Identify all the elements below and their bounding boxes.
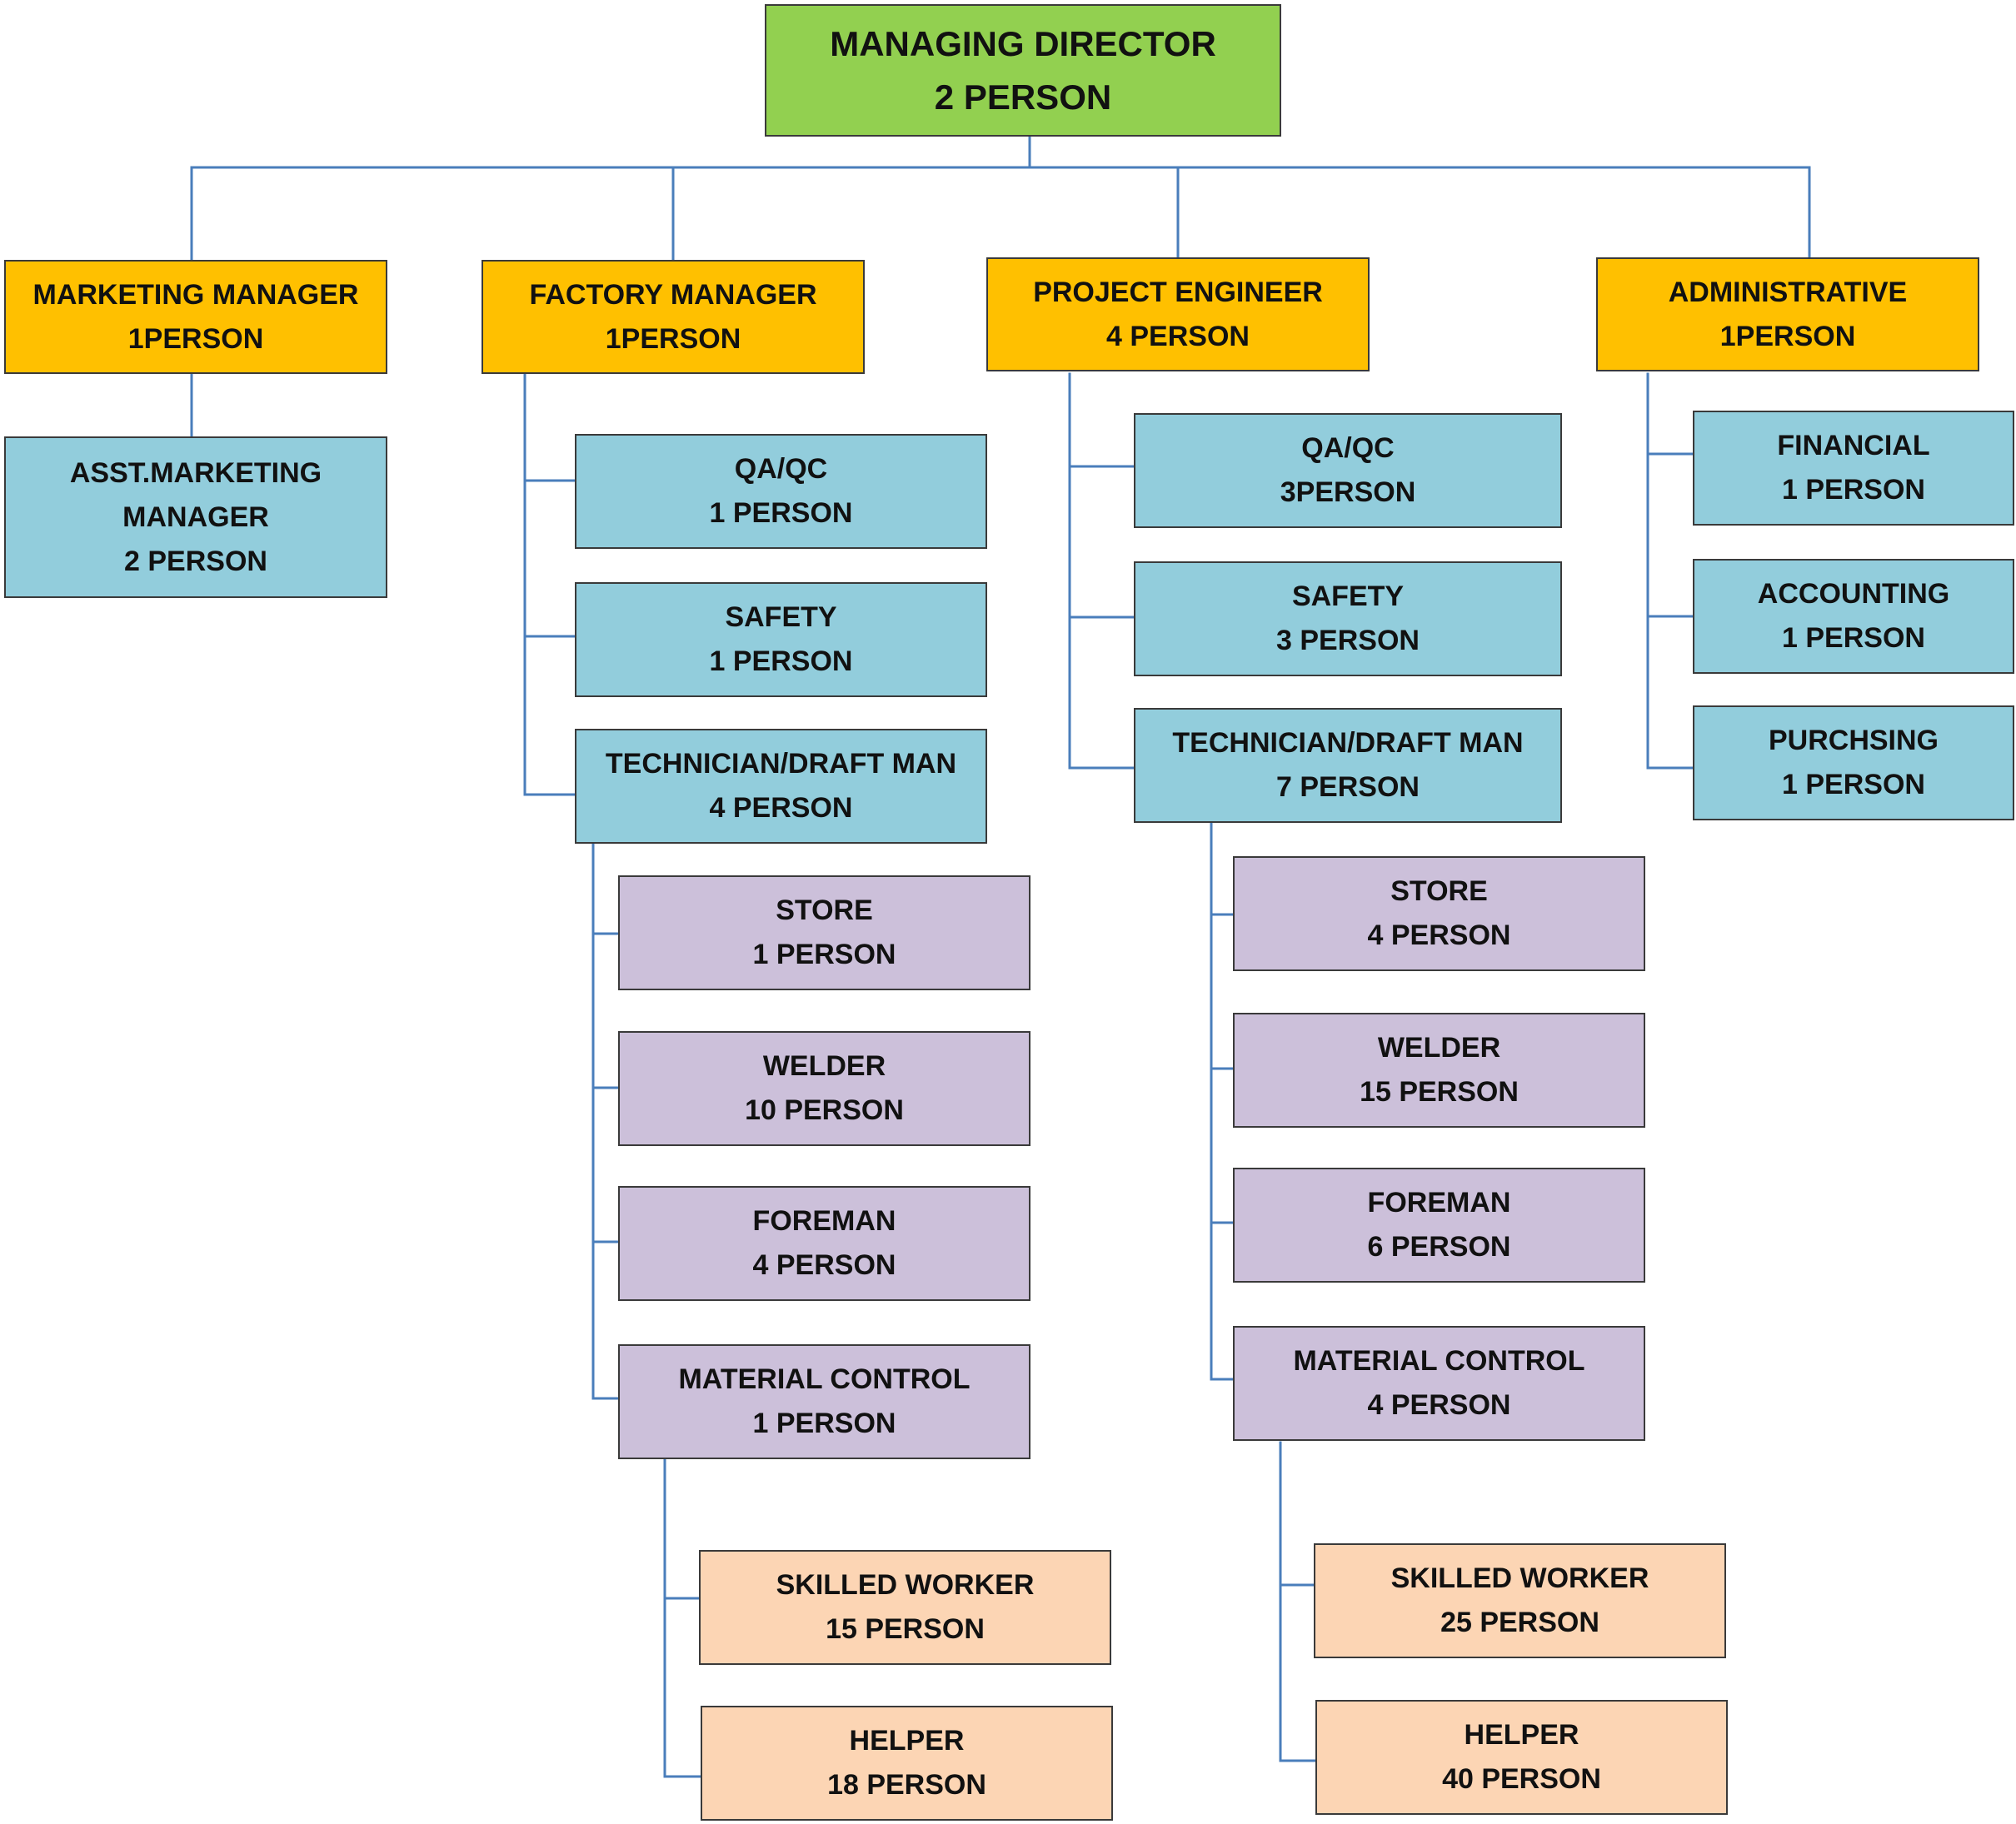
node-marketing-manager: MARKETING MANAGER 1PERSON — [4, 260, 387, 374]
node-count: 10 PERSON — [745, 1094, 904, 1126]
node-title: QA/QC — [1301, 432, 1395, 464]
node-project-material-control: MATERIAL CONTROL 4 PERSON — [1233, 1326, 1645, 1441]
node-factory-helper: HELPER 18 PERSON — [701, 1706, 1113, 1821]
node-title: STORE — [1390, 875, 1488, 907]
node-factory-technician: TECHNICIAN/DRAFT MAN 4 PERSON — [575, 729, 987, 844]
node-count: 6 PERSON — [1367, 1231, 1511, 1263]
node-title: MARKETING MANAGER — [32, 278, 359, 311]
node-count: 2 PERSON — [124, 545, 267, 577]
node-count: 3PERSON — [1280, 476, 1416, 508]
node-count: 3 PERSON — [1276, 625, 1420, 656]
node-purchasing: PURCHSING 1 PERSON — [1693, 705, 2014, 820]
node-project-store: STORE 4 PERSON — [1233, 856, 1645, 971]
node-title: TECHNICIAN/DRAFT MAN — [1172, 727, 1524, 759]
node-count: 25 PERSON — [1440, 1607, 1599, 1638]
node-project-welder: WELDER 15 PERSON — [1233, 1013, 1645, 1128]
node-title: SAFETY — [725, 601, 837, 633]
node-count: 40 PERSON — [1442, 1763, 1601, 1795]
node-asst-marketing-manager: ASST.MARKETING MANAGER 2 PERSON — [4, 436, 387, 598]
node-count: 1 PERSON — [1782, 474, 1925, 506]
node-count: 2 PERSON — [934, 77, 1112, 117]
node-factory-welder: WELDER 10 PERSON — [618, 1031, 1030, 1146]
node-title: ACCOUNTING — [1757, 578, 1950, 610]
node-factory-skilled-worker: SKILLED WORKER 15 PERSON — [699, 1550, 1111, 1665]
node-title: WELDER — [1377, 1032, 1501, 1064]
node-factory-material-control: MATERIAL CONTROL 1 PERSON — [618, 1344, 1030, 1459]
node-count: 1 PERSON — [709, 497, 853, 529]
node-count: 1 PERSON — [752, 1408, 896, 1439]
node-title: QA/QC — [734, 453, 828, 485]
node-count: 4 PERSON — [752, 1249, 896, 1281]
node-project-safety: SAFETY 3 PERSON — [1134, 561, 1562, 676]
node-administrative: ADMINISTRATIVE 1PERSON — [1596, 257, 1979, 371]
node-title: SKILLED WORKER — [1390, 1562, 1649, 1594]
node-count: 1 PERSON — [1782, 769, 1925, 800]
node-factory-qa-qc: QA/QC 1 PERSON — [575, 434, 987, 549]
node-count: 7 PERSON — [1276, 771, 1420, 803]
node-title: FACTORY MANAGER — [529, 278, 817, 311]
node-title: MATERIAL CONTROL — [678, 1363, 971, 1395]
node-factory-manager: FACTORY MANAGER 1PERSON — [482, 260, 865, 374]
node-count: 1 PERSON — [709, 645, 853, 677]
node-title: FOREMAN — [1367, 1187, 1511, 1218]
node-count: 18 PERSON — [827, 1769, 986, 1801]
node-title: SAFETY — [1291, 581, 1405, 612]
node-title: FOREMAN — [752, 1205, 896, 1237]
node-project-foreman: FOREMAN 6 PERSON — [1233, 1168, 1645, 1283]
node-financial: FINANCIAL 1 PERSON — [1693, 411, 2014, 526]
node-count: 4 PERSON — [709, 792, 853, 824]
node-title: MANAGING DIRECTOR — [830, 23, 1216, 63]
node-count: 1PERSON — [127, 322, 264, 355]
node-project-qa-qc: QA/QC 3PERSON — [1134, 413, 1562, 528]
node-project-engineer: PROJECT ENGINEER 4 PERSON — [986, 257, 1370, 371]
node-managing-director: MANAGING DIRECTOR 2 PERSON — [765, 4, 1281, 137]
node-count: 4 PERSON — [1367, 919, 1511, 951]
node-title: PROJECT ENGINEER — [1033, 276, 1323, 308]
node-title: STORE — [776, 895, 873, 926]
node-title: SKILLED WORKER — [776, 1569, 1035, 1601]
node-accounting: ACCOUNTING 1 PERSON — [1693, 559, 2014, 674]
node-title-line2: MANAGER — [122, 501, 269, 533]
node-count: 1 PERSON — [1782, 622, 1925, 654]
node-count: 15 PERSON — [826, 1613, 985, 1645]
node-factory-store: STORE 1 PERSON — [618, 875, 1030, 990]
node-title: MATERIAL CONTROL — [1293, 1345, 1585, 1377]
node-count: 1PERSON — [605, 322, 741, 355]
node-count: 1PERSON — [1719, 320, 1856, 352]
node-title: WELDER — [762, 1050, 886, 1082]
node-title: HELPER — [849, 1725, 965, 1757]
node-count: 15 PERSON — [1360, 1076, 1519, 1108]
node-count: 4 PERSON — [1106, 320, 1250, 352]
node-title-line1: ASST.MARKETING — [69, 456, 322, 489]
node-factory-foreman: FOREMAN 4 PERSON — [618, 1186, 1030, 1301]
node-title: PURCHSING — [1768, 725, 1939, 756]
node-count: 1 PERSON — [752, 939, 896, 970]
node-title: HELPER — [1464, 1719, 1579, 1751]
node-title: ADMINISTRATIVE — [1668, 276, 1908, 308]
node-title: FINANCIAL — [1777, 430, 1930, 461]
node-project-skilled-worker: SKILLED WORKER 25 PERSON — [1314, 1543, 1726, 1658]
node-factory-safety: SAFETY 1 PERSON — [575, 582, 987, 697]
node-project-technician: TECHNICIAN/DRAFT MAN 7 PERSON — [1134, 708, 1562, 823]
node-project-helper: HELPER 40 PERSON — [1315, 1700, 1728, 1815]
node-title: TECHNICIAN/DRAFT MAN — [605, 748, 957, 780]
node-count: 4 PERSON — [1367, 1389, 1511, 1421]
